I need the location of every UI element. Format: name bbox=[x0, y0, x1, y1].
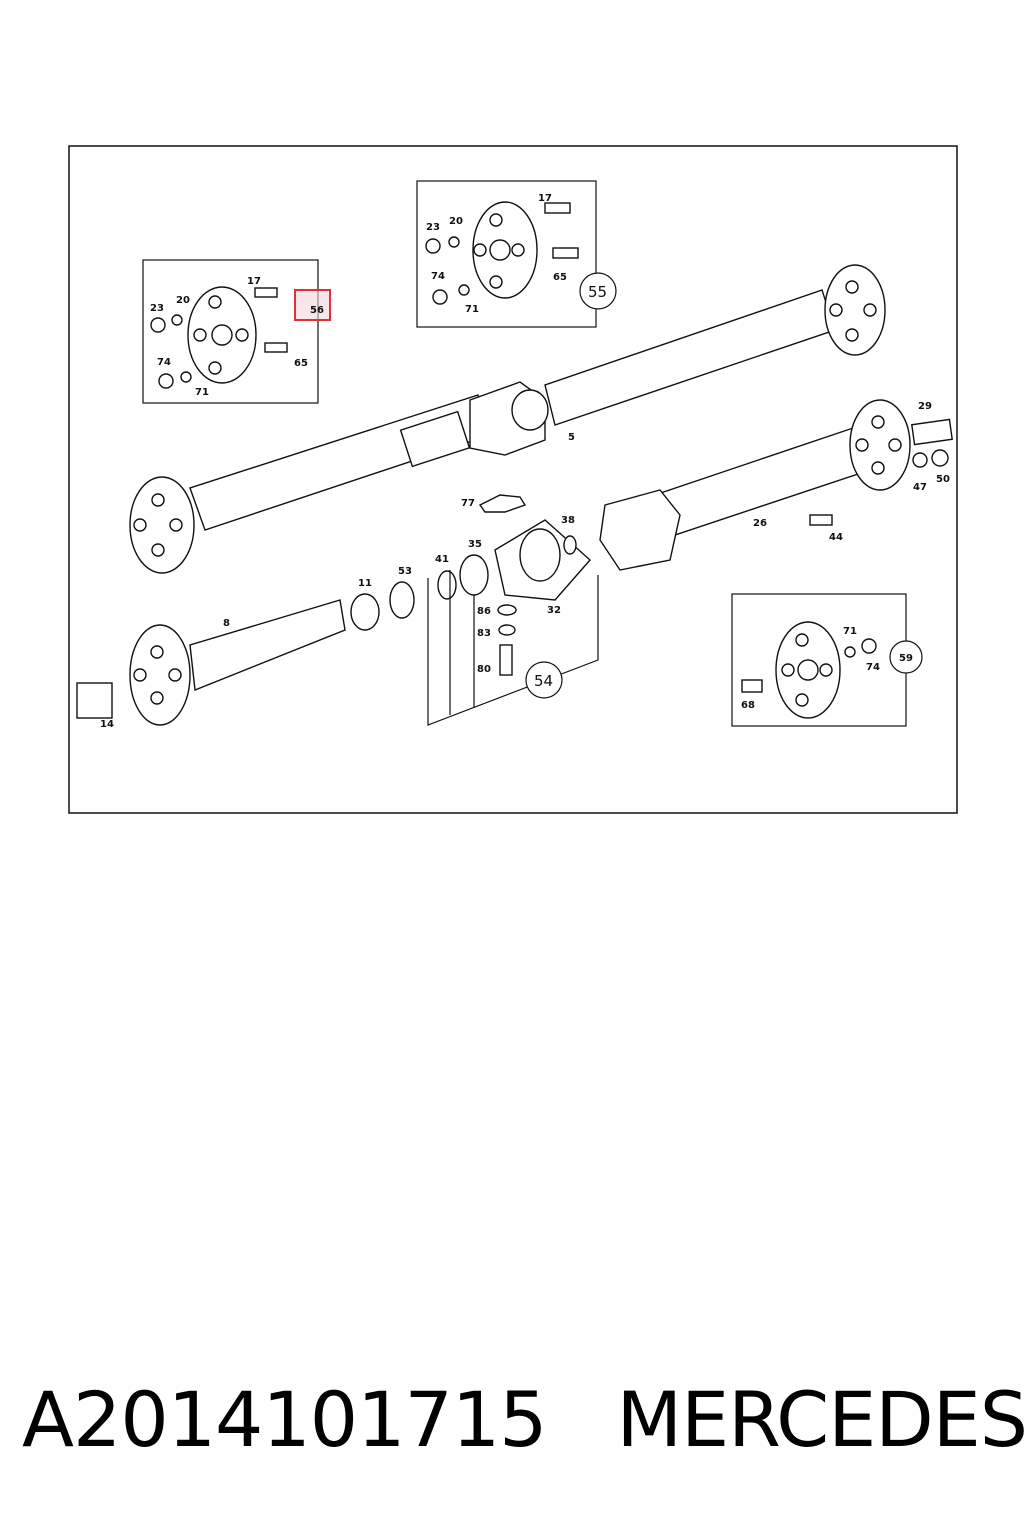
callout-74-a: 74 bbox=[157, 357, 171, 368]
part-74-nut bbox=[158, 373, 174, 389]
part-71-washer bbox=[180, 371, 192, 383]
callout-68: 68 bbox=[741, 700, 755, 711]
part-20-washer bbox=[171, 314, 183, 326]
callout-50: 50 bbox=[936, 474, 950, 485]
inset-box-56 bbox=[142, 259, 319, 404]
callout-29: 29 bbox=[918, 401, 932, 412]
part-38-washer bbox=[563, 535, 577, 555]
callout-56: 56 bbox=[310, 305, 324, 316]
rear-flex-disc bbox=[129, 476, 195, 574]
callout-11: 11 bbox=[358, 578, 372, 589]
callout-32: 32 bbox=[547, 605, 561, 616]
callout-71-a: 71 bbox=[195, 387, 209, 398]
callout-20-a: 20 bbox=[176, 295, 190, 306]
part-11-nut bbox=[350, 593, 380, 631]
front-flex-disc bbox=[824, 264, 886, 356]
callout-86: 86 bbox=[477, 606, 491, 617]
callout-41: 41 bbox=[435, 554, 449, 565]
part-14-sleeve bbox=[76, 682, 113, 719]
lower-rear-flex-disc bbox=[129, 624, 191, 726]
upper-propeller-shaft bbox=[129, 264, 886, 574]
callout-17-a: 17 bbox=[247, 276, 261, 287]
callout-77: 77 bbox=[461, 498, 475, 509]
callout-83: 83 bbox=[477, 628, 491, 639]
part-80-bolt bbox=[499, 644, 513, 676]
lower-joint bbox=[599, 489, 681, 571]
callout-74-b: 74 bbox=[431, 271, 445, 282]
brand-name: MERCEDES bbox=[616, 1375, 1024, 1464]
part-23-nut bbox=[150, 317, 166, 333]
callout-circle-54 bbox=[525, 661, 563, 699]
callout-65-b: 65 bbox=[553, 272, 567, 283]
part-53-bush bbox=[389, 581, 415, 619]
lower-front-flex-disc bbox=[849, 399, 911, 491]
callout-23-b: 23 bbox=[426, 222, 440, 233]
part-35-bearing bbox=[459, 554, 489, 596]
part-47-washer bbox=[912, 452, 928, 468]
inset-56-kit bbox=[150, 286, 288, 389]
callout-17-b: 17 bbox=[538, 193, 552, 204]
part-83-lockwasher bbox=[498, 624, 516, 636]
part-44-bolt bbox=[809, 514, 833, 526]
inset-box-55 bbox=[416, 180, 597, 328]
caption: A2014101715 MERCEDES bbox=[22, 1375, 1024, 1464]
callout-65-a: 65 bbox=[294, 358, 308, 369]
callout-47: 47 bbox=[913, 482, 927, 493]
callout-20-b: 20 bbox=[449, 216, 463, 227]
part-50-nut bbox=[931, 449, 949, 467]
callout-5: 5 bbox=[568, 432, 575, 443]
callout-71-b: 71 bbox=[465, 304, 479, 315]
callout-circle-55 bbox=[579, 272, 617, 310]
callout-14: 14 bbox=[100, 719, 114, 730]
callout-53: 53 bbox=[398, 566, 412, 577]
inset-59-kit bbox=[741, 621, 877, 719]
callout-80: 80 bbox=[477, 664, 491, 675]
part-86-washer bbox=[497, 604, 517, 616]
callout-74-c: 74 bbox=[866, 662, 880, 673]
part-number: A2014101715 bbox=[22, 1375, 548, 1464]
callout-44: 44 bbox=[829, 532, 843, 543]
callout-54: 54 bbox=[534, 672, 553, 690]
callout-23-a: 23 bbox=[150, 303, 164, 314]
callout-35: 35 bbox=[468, 539, 482, 550]
callout-38: 38 bbox=[561, 515, 575, 526]
diagram-frame bbox=[68, 145, 958, 814]
part-77-bracket bbox=[478, 494, 527, 513]
part-41-ring bbox=[437, 570, 457, 600]
lower-propeller-shaft bbox=[76, 399, 953, 726]
part-65-bolt bbox=[264, 342, 288, 353]
callout-26: 26 bbox=[753, 518, 767, 529]
part-17-bolt bbox=[254, 287, 278, 298]
highlight-box bbox=[294, 289, 331, 321]
callout-8: 8 bbox=[223, 618, 230, 629]
callout-55: 55 bbox=[588, 283, 607, 301]
part-29-sleeve bbox=[911, 418, 953, 446]
inset-55-kit bbox=[425, 201, 579, 305]
callout-71-c: 71 bbox=[843, 626, 857, 637]
callout-circle-59 bbox=[889, 640, 923, 674]
callout-59: 59 bbox=[899, 653, 913, 664]
